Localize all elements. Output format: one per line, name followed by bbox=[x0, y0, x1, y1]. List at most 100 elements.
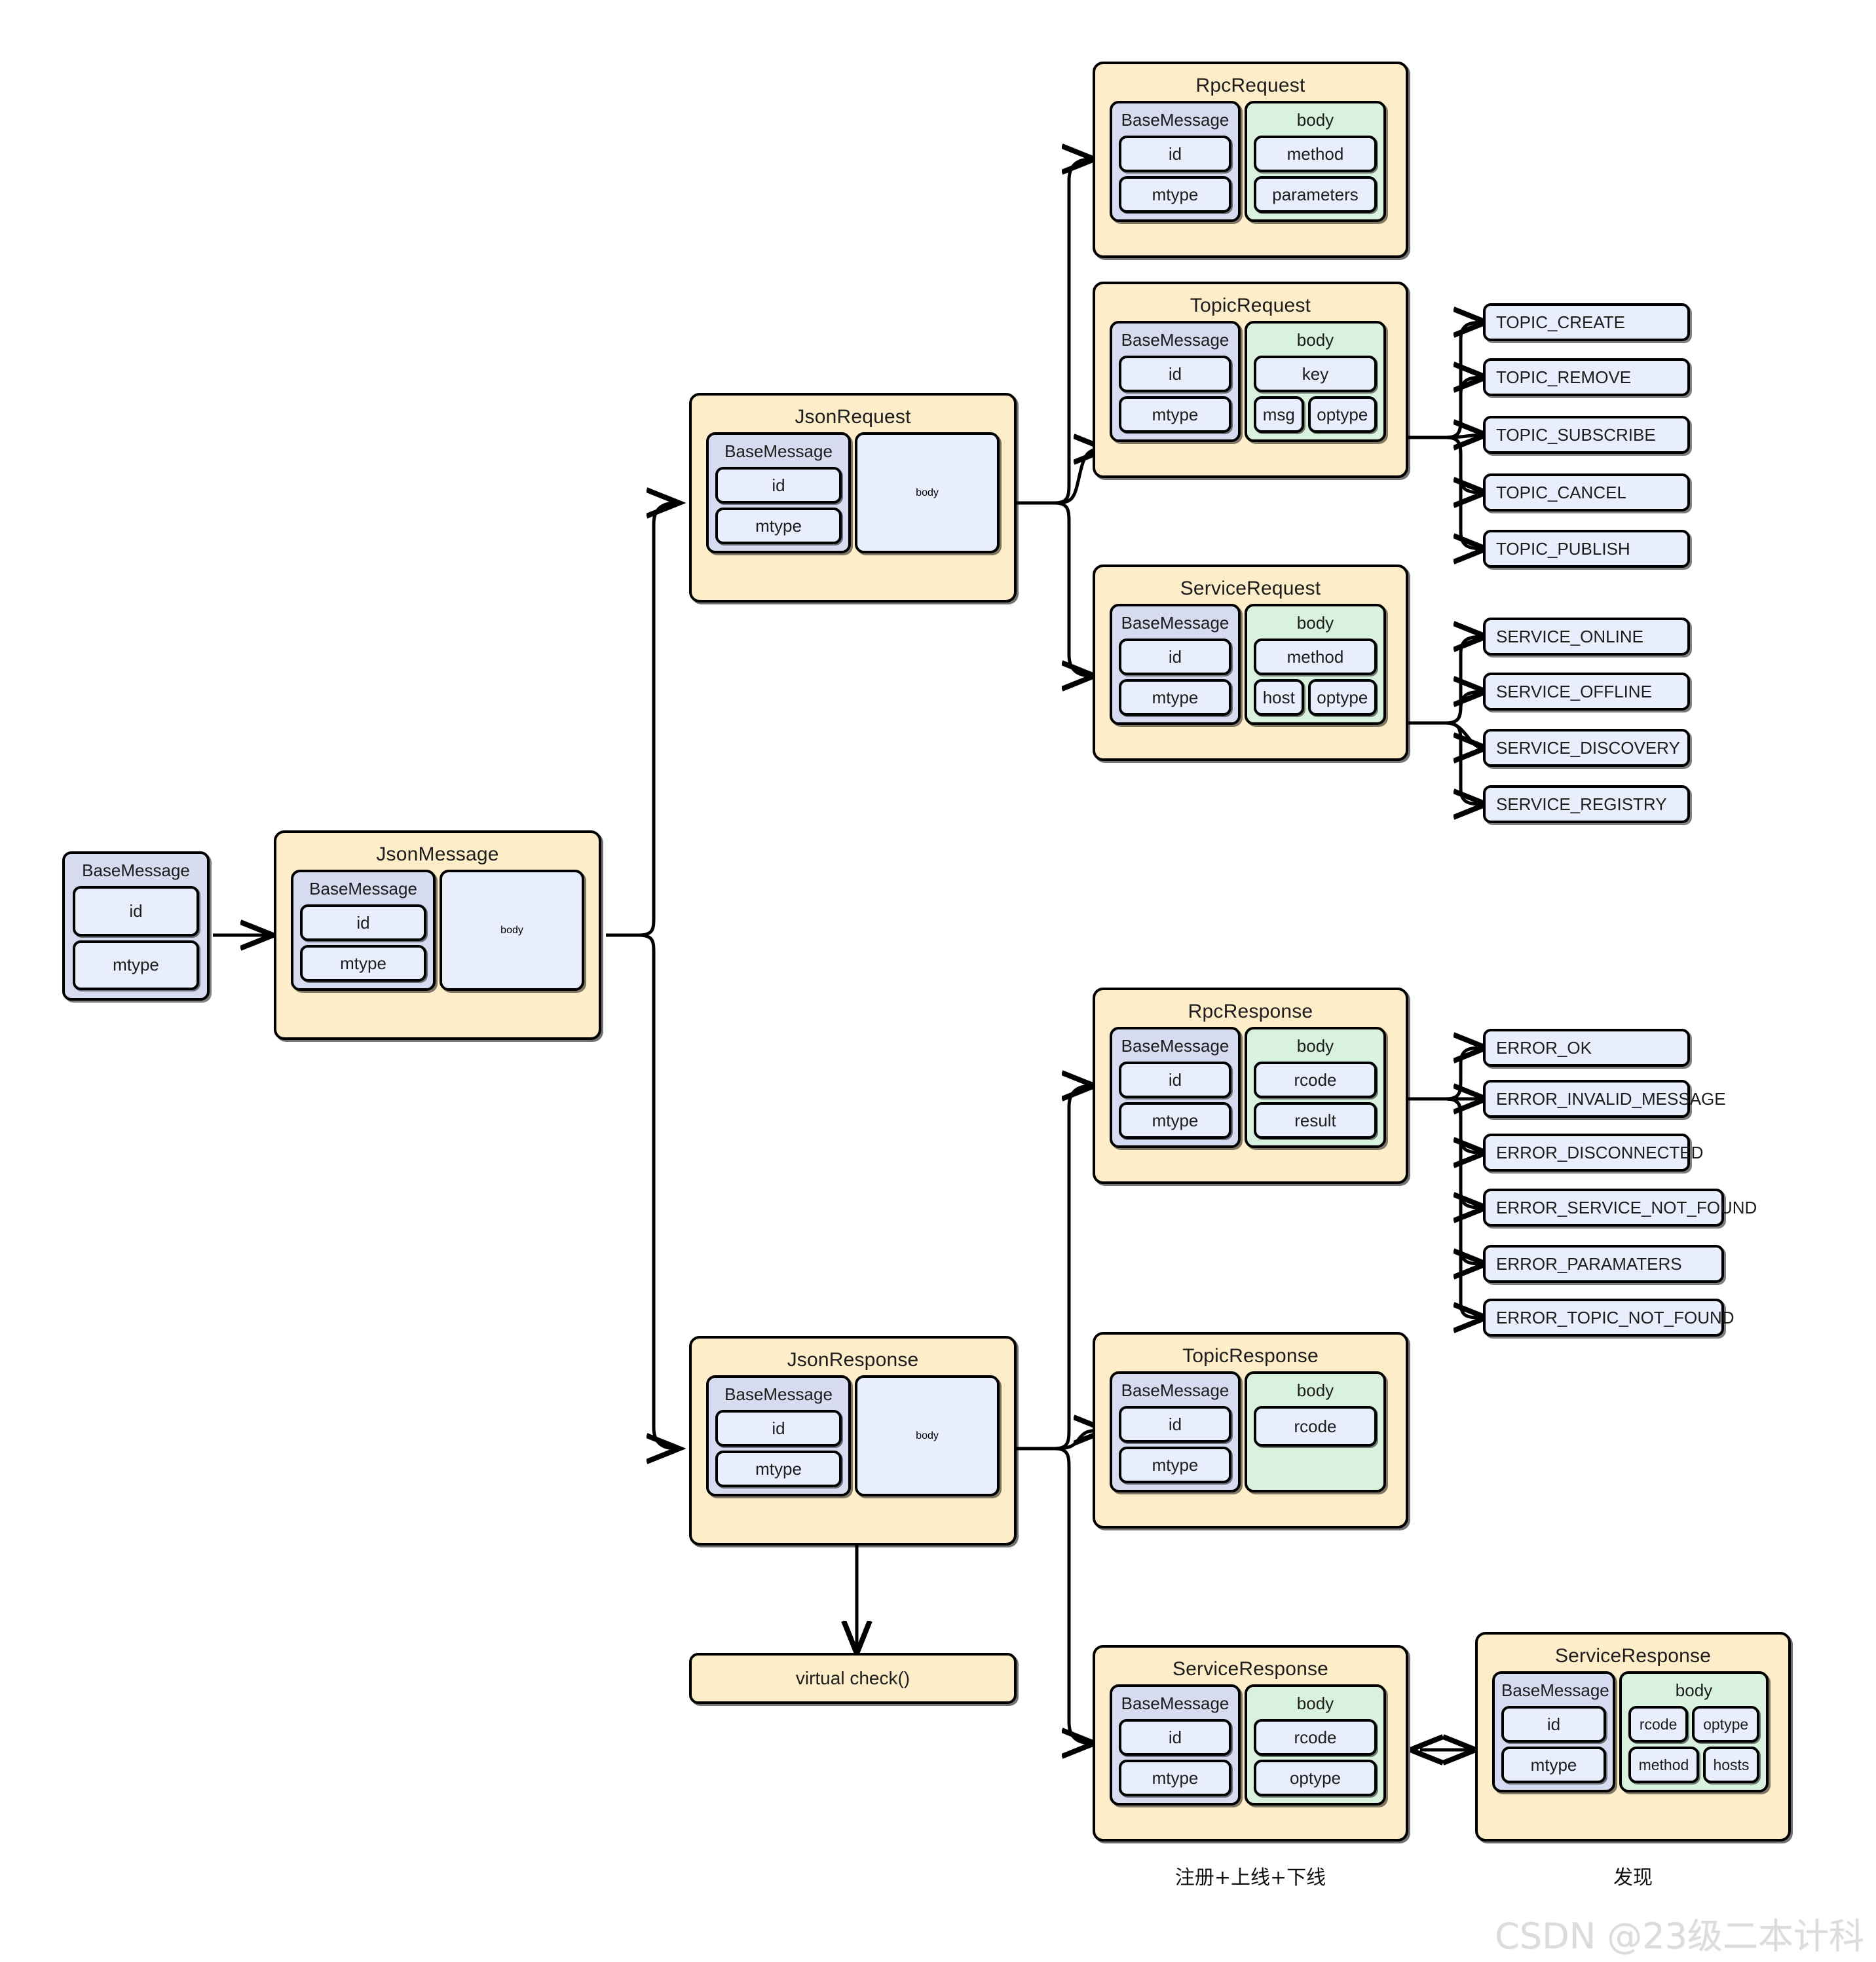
node-rpc-response[interactable]: RpcResponse BaseMessage id mtype body rc… bbox=[1093, 988, 1408, 1184]
field-mtype: mtype bbox=[300, 945, 427, 982]
rpc-request-title: RpcRequest bbox=[1195, 75, 1305, 96]
json-request-base-group: BaseMessage id mtype bbox=[706, 432, 852, 553]
enum-service-online[interactable]: SERVICE_ONLINE bbox=[1483, 618, 1690, 656]
body-group-title: body bbox=[1296, 1036, 1334, 1056]
field-result: result bbox=[1254, 1102, 1377, 1139]
enum-service-discovery[interactable]: SERVICE_DISCOVERY bbox=[1483, 729, 1690, 767]
field-id: id bbox=[1119, 1062, 1231, 1098]
json-message-body: body bbox=[440, 870, 584, 991]
field-optype: optype bbox=[1254, 1760, 1377, 1796]
field-id: id bbox=[715, 1410, 842, 1447]
caption-discovery: 发现 bbox=[1613, 1866, 1653, 1889]
discovery-body-row-2: method hosts bbox=[1628, 1747, 1760, 1783]
enum-topic-subscribe[interactable]: TOPIC_SUBSCRIBE bbox=[1483, 416, 1690, 454]
topic-request-base-group: BaseMessage id mtype bbox=[1110, 321, 1241, 442]
node-service-response-discovery[interactable]: ServiceResponse BaseMessage id mtype bod… bbox=[1475, 1632, 1791, 1842]
json-message-base-group: BaseMessage id mtype bbox=[291, 870, 436, 991]
node-service-request[interactable]: ServiceRequest BaseMessage id mtype body… bbox=[1093, 565, 1408, 761]
enum-error-topic-not-found[interactable]: ERROR_TOPIC_NOT_FOUND bbox=[1483, 1299, 1735, 1337]
field-mtype: mtype bbox=[1119, 1760, 1231, 1796]
base-group-title: BaseMessage bbox=[1121, 613, 1229, 633]
rpc-response-title: RpcResponse bbox=[1188, 1001, 1313, 1022]
field-id: id bbox=[1501, 1706, 1606, 1743]
field-mtype: mtype bbox=[1119, 176, 1231, 213]
field-id: id bbox=[1119, 136, 1231, 172]
service-response-discovery-base-group: BaseMessage id mtype bbox=[1492, 1671, 1615, 1792]
json-response-body: body bbox=[855, 1375, 1000, 1496]
enum-topic-cancel[interactable]: TOPIC_CANCEL bbox=[1483, 473, 1690, 511]
rpc-response-base-group: BaseMessage id mtype bbox=[1110, 1027, 1241, 1148]
base-group-title: BaseMessage bbox=[1121, 330, 1229, 350]
enum-service-registry[interactable]: SERVICE_REGISTRY bbox=[1483, 785, 1690, 823]
topic-request-title: TopicRequest bbox=[1190, 295, 1311, 316]
node-json-response[interactable]: JsonResponse BaseMessage id mtype body bbox=[689, 1336, 1017, 1546]
topic-response-base-group: BaseMessage id mtype bbox=[1110, 1371, 1241, 1492]
service-request-body-row: host optype bbox=[1254, 679, 1378, 716]
discovery-body-row-1: rcode optype bbox=[1628, 1706, 1760, 1743]
body-group-title: body bbox=[1296, 1380, 1334, 1400]
enum-error-service-not-found[interactable]: ERROR_SERVICE_NOT_FOUND bbox=[1483, 1189, 1757, 1227]
field-mtype: mtype bbox=[715, 1451, 842, 1487]
service-request-title: ServiceRequest bbox=[1180, 578, 1321, 599]
field-mtype: mtype bbox=[715, 508, 842, 544]
field-id: id bbox=[1119, 1406, 1231, 1443]
node-topic-response[interactable]: TopicResponse BaseMessage id mtype body … bbox=[1093, 1332, 1408, 1528]
caption-register: 注册+上线+下线 bbox=[1174, 1866, 1326, 1889]
enum-topic-create[interactable]: TOPIC_CREATE bbox=[1483, 303, 1690, 341]
body-group-title: body bbox=[1296, 330, 1334, 350]
enum-error-ok[interactable]: ERROR_OK bbox=[1483, 1029, 1690, 1067]
field-mtype: mtype bbox=[1119, 396, 1231, 433]
service-request-body-group: body method host optype bbox=[1245, 604, 1386, 725]
enum-topic-publish[interactable]: TOPIC_PUBLISH bbox=[1483, 530, 1690, 568]
node-rpc-request[interactable]: RpcRequest BaseMessage id mtype body met… bbox=[1093, 62, 1408, 258]
field-mtype: mtype bbox=[1119, 679, 1231, 716]
field-id: id bbox=[1119, 639, 1231, 675]
field-optype: optype bbox=[1307, 679, 1378, 716]
topic-response-title: TopicResponse bbox=[1182, 1345, 1319, 1367]
service-response-discovery-body-group: body rcode optype method hosts bbox=[1619, 1671, 1769, 1792]
field-id: id bbox=[1119, 356, 1231, 392]
field-method: method bbox=[1254, 639, 1377, 675]
enum-error-invalid-message[interactable]: ERROR_INVALID_MESSAGE bbox=[1483, 1080, 1726, 1118]
virtual-check-label: virtual check() bbox=[795, 1668, 910, 1688]
field-rcode: rcode bbox=[1628, 1706, 1689, 1743]
field-id: id bbox=[715, 467, 842, 504]
enum-topic-remove[interactable]: TOPIC_REMOVE bbox=[1483, 358, 1690, 396]
field-mtype: mtype bbox=[1501, 1747, 1606, 1783]
field-msg: msg bbox=[1254, 396, 1304, 433]
enum-error-disconnected[interactable]: ERROR_DISCONNECTED bbox=[1483, 1134, 1703, 1172]
topic-request-body-group: body key msg optype bbox=[1245, 321, 1386, 442]
service-request-base-group: BaseMessage id mtype bbox=[1110, 604, 1241, 725]
field-id: id bbox=[73, 886, 199, 936]
node-service-response-register[interactable]: ServiceResponse BaseMessage id mtype bod… bbox=[1093, 1645, 1408, 1842]
field-mtype: mtype bbox=[1119, 1447, 1231, 1483]
field-rcode: rcode bbox=[1254, 1062, 1377, 1098]
json-request-body: body bbox=[855, 432, 1000, 553]
base-group-title: BaseMessage bbox=[1121, 1694, 1229, 1713]
field-mtype: mtype bbox=[73, 940, 199, 990]
base-group-title: BaseMessage bbox=[1121, 1380, 1229, 1400]
rpc-request-base-group: BaseMessage id mtype bbox=[1110, 101, 1241, 222]
field-method: method bbox=[1628, 1747, 1699, 1783]
json-request-title: JsonRequest bbox=[795, 406, 911, 428]
field-mtype: mtype bbox=[1119, 1102, 1231, 1139]
node-virtual-check[interactable]: virtual check() bbox=[689, 1653, 1017, 1704]
node-base-message-root[interactable]: BaseMessage id mtype bbox=[62, 851, 210, 1001]
enum-error-paramaters[interactable]: ERROR_PARAMATERS bbox=[1483, 1245, 1724, 1283]
node-json-message[interactable]: JsonMessage BaseMessage id mtype body bbox=[274, 830, 601, 1040]
body-group-title: body bbox=[1296, 613, 1334, 633]
body-spacer bbox=[1254, 1451, 1377, 1483]
node-json-request[interactable]: JsonRequest BaseMessage id mtype body bbox=[689, 393, 1017, 602]
json-response-title: JsonResponse bbox=[787, 1349, 919, 1371]
enum-service-offline[interactable]: SERVICE_OFFLINE bbox=[1483, 673, 1690, 711]
field-host: host bbox=[1254, 679, 1304, 716]
body-label: body bbox=[500, 924, 523, 936]
topic-request-body-row: msg optype bbox=[1254, 396, 1378, 433]
base-group-title: BaseMessage bbox=[1501, 1680, 1609, 1700]
node-topic-request[interactable]: TopicRequest BaseMessage id mtype body k… bbox=[1093, 282, 1408, 478]
base-group-title: BaseMessage bbox=[724, 441, 833, 461]
field-optype: optype bbox=[1307, 396, 1378, 433]
base-group-title: BaseMessage bbox=[309, 879, 417, 898]
base-group-title: BaseMessage bbox=[1121, 1036, 1229, 1056]
